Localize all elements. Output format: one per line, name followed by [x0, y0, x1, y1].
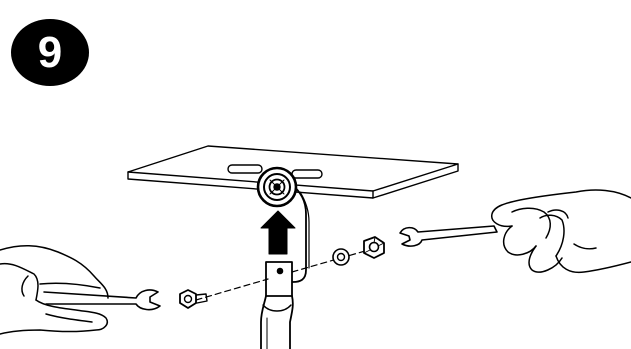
nut	[364, 237, 384, 258]
swivel-bracket	[258, 168, 309, 282]
mounting-plate	[128, 146, 458, 198]
right-wrench	[400, 226, 497, 246]
left-wrench	[44, 290, 160, 310]
washer	[333, 249, 349, 265]
plate-slot-left	[228, 165, 262, 173]
up-arrow-icon	[261, 211, 295, 254]
left-hand	[0, 246, 108, 334]
right-hand	[492, 190, 631, 272]
assembly-line	[196, 249, 372, 300]
step-number-badge: 9	[11, 19, 89, 86]
bolt	[180, 290, 207, 308]
step-number: 9	[37, 28, 63, 77]
pole-mount	[261, 262, 293, 349]
